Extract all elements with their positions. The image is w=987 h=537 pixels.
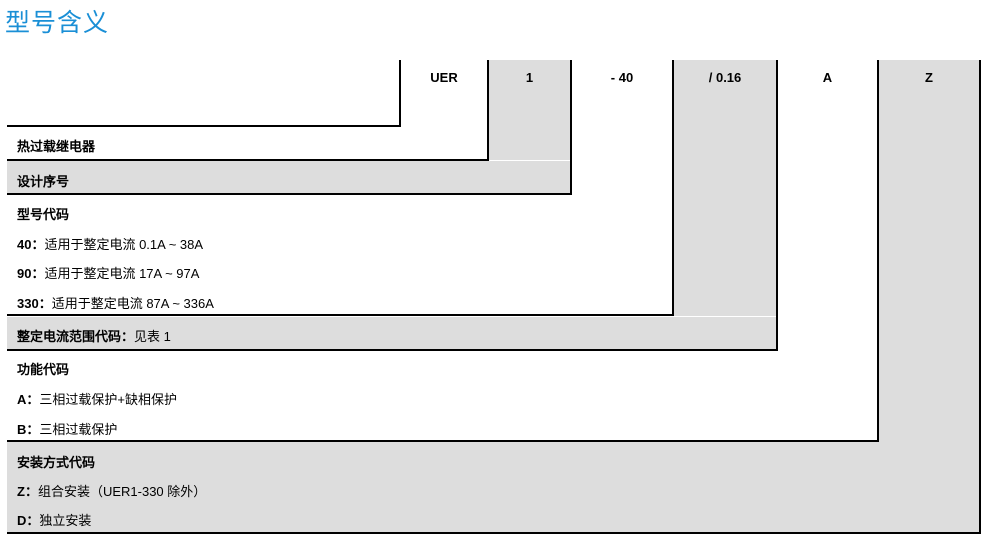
mount-item-text: 组合安装（UER1-330 除外） (37, 484, 207, 499)
column-z-background (878, 60, 979, 442)
function-item-key: B： (17, 422, 40, 437)
model-item-key: 90： (17, 266, 45, 281)
code-uer: UER (430, 70, 458, 85)
line-v-mount (979, 60, 981, 534)
line-v-uer (399, 60, 401, 127)
current-row: 整定电流范围代码：见表 1 (17, 326, 171, 345)
code-016: / 0.16 (708, 70, 742, 85)
current-text: 见表 1 (134, 329, 171, 344)
column-40-background (673, 60, 777, 316)
model-item-text: 适用于整定电流 0.1A ~ 38A (44, 237, 204, 252)
line-h-model (7, 314, 674, 316)
line-v-1 (487, 60, 489, 161)
line-v-function (877, 60, 879, 442)
model-item-text: 适用于整定电流 17A ~ 97A (44, 266, 200, 281)
product-heading: 热过载继电器 (17, 139, 96, 154)
mount-item-z: Z：组合安装（UER1-330 除外） (17, 481, 206, 500)
line-v-model (672, 60, 674, 316)
line-h-uer (7, 125, 401, 127)
column-1-background (487, 60, 571, 160)
model-item-text: 适用于整定电流 87A ~ 336A (51, 296, 214, 311)
function-item-key: A： (17, 392, 40, 407)
model-item-key: 330： (17, 296, 52, 311)
function-item-b: B：三相过载保护 (17, 419, 117, 438)
mount-heading: 安装方式代码 (17, 455, 96, 470)
design-row-background (7, 161, 571, 194)
line-v-current (776, 60, 778, 351)
model-item-330: 330：适用于整定电流 87A ~ 336A (17, 293, 214, 312)
mount-item-d: D：独立安装 (17, 510, 91, 529)
code-a: A (822, 70, 833, 85)
code-z: Z (925, 70, 933, 85)
model-item-key: 40： (17, 237, 45, 252)
line-h-function (7, 440, 879, 442)
code-40: - 40 (610, 70, 634, 85)
line-h-1 (7, 159, 489, 161)
function-item-text: 三相过载保护 (39, 422, 118, 437)
mount-section-background (7, 441, 979, 532)
model-item-90: 90：适用于整定电流 17A ~ 97A (17, 263, 199, 282)
line-h-mount (7, 532, 981, 534)
mount-item-key: Z： (17, 484, 38, 499)
function-item-text: 三相过载保护+缺相保护 (39, 392, 177, 407)
mount-item-text: 独立安装 (39, 513, 92, 528)
mount-item-key: D： (17, 513, 40, 528)
model-item-40: 40：适用于整定电流 0.1A ~ 38A (17, 234, 203, 253)
page-title: 型号含义 (5, 9, 110, 37)
line-h-current (7, 349, 778, 351)
code-1: 1 (525, 70, 534, 85)
function-item-a: A：三相过载保护+缺相保护 (17, 389, 177, 408)
line-h-design (7, 193, 572, 195)
current-heading: 整定电流范围代码： (17, 329, 135, 344)
model-heading: 型号代码 (17, 207, 70, 222)
current-row-background (7, 317, 777, 350)
line-v-design (570, 60, 572, 195)
function-heading: 功能代码 (17, 362, 70, 377)
design-heading: 设计序号 (17, 174, 70, 189)
